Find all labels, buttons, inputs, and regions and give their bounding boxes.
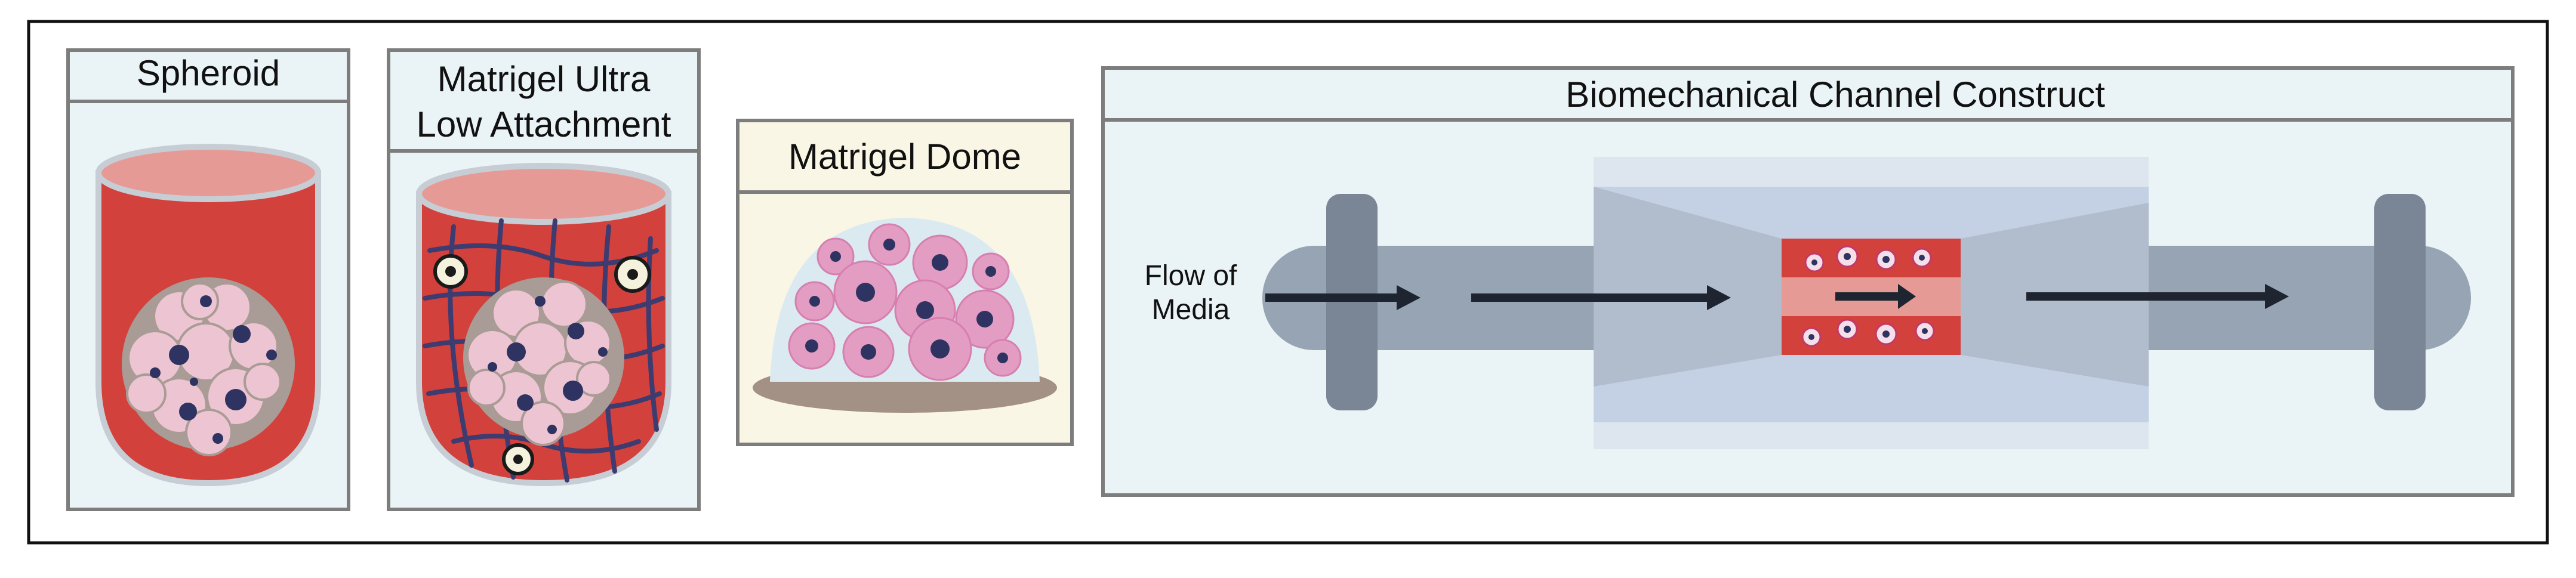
spheroid-icon: [463, 277, 624, 446]
channel-panel: Biomechanical Channel Construct Flow of …: [1101, 66, 2515, 497]
dome-icon: [753, 218, 1057, 413]
ula-title-line2: Low Attachment: [417, 104, 671, 144]
flow-label-line1: Flow of: [1145, 260, 1237, 292]
flow-label-line2: Media: [1152, 294, 1230, 326]
matrigel-ula-panel: Matrigel Ultra Low Attachment: [387, 48, 701, 511]
spheroid-title: Spheroid: [137, 53, 280, 93]
matrix-cell-icon: [433, 254, 651, 475]
spheroid-icon: [122, 277, 295, 456]
channel-title: Biomechanical Channel Construct: [1566, 75, 2105, 115]
left-clamp: [1326, 194, 1378, 410]
ula-title-line1: Matrigel Ultra: [437, 59, 651, 99]
right-clamp: [2374, 194, 2426, 410]
dome-title: Matrigel Dome: [788, 137, 1021, 177]
spheroid-panel: Spheroid: [66, 48, 350, 511]
flow-arrow-icon: [1265, 284, 2289, 310]
matrigel-dome-panel: Matrigel Dome: [736, 119, 1074, 446]
